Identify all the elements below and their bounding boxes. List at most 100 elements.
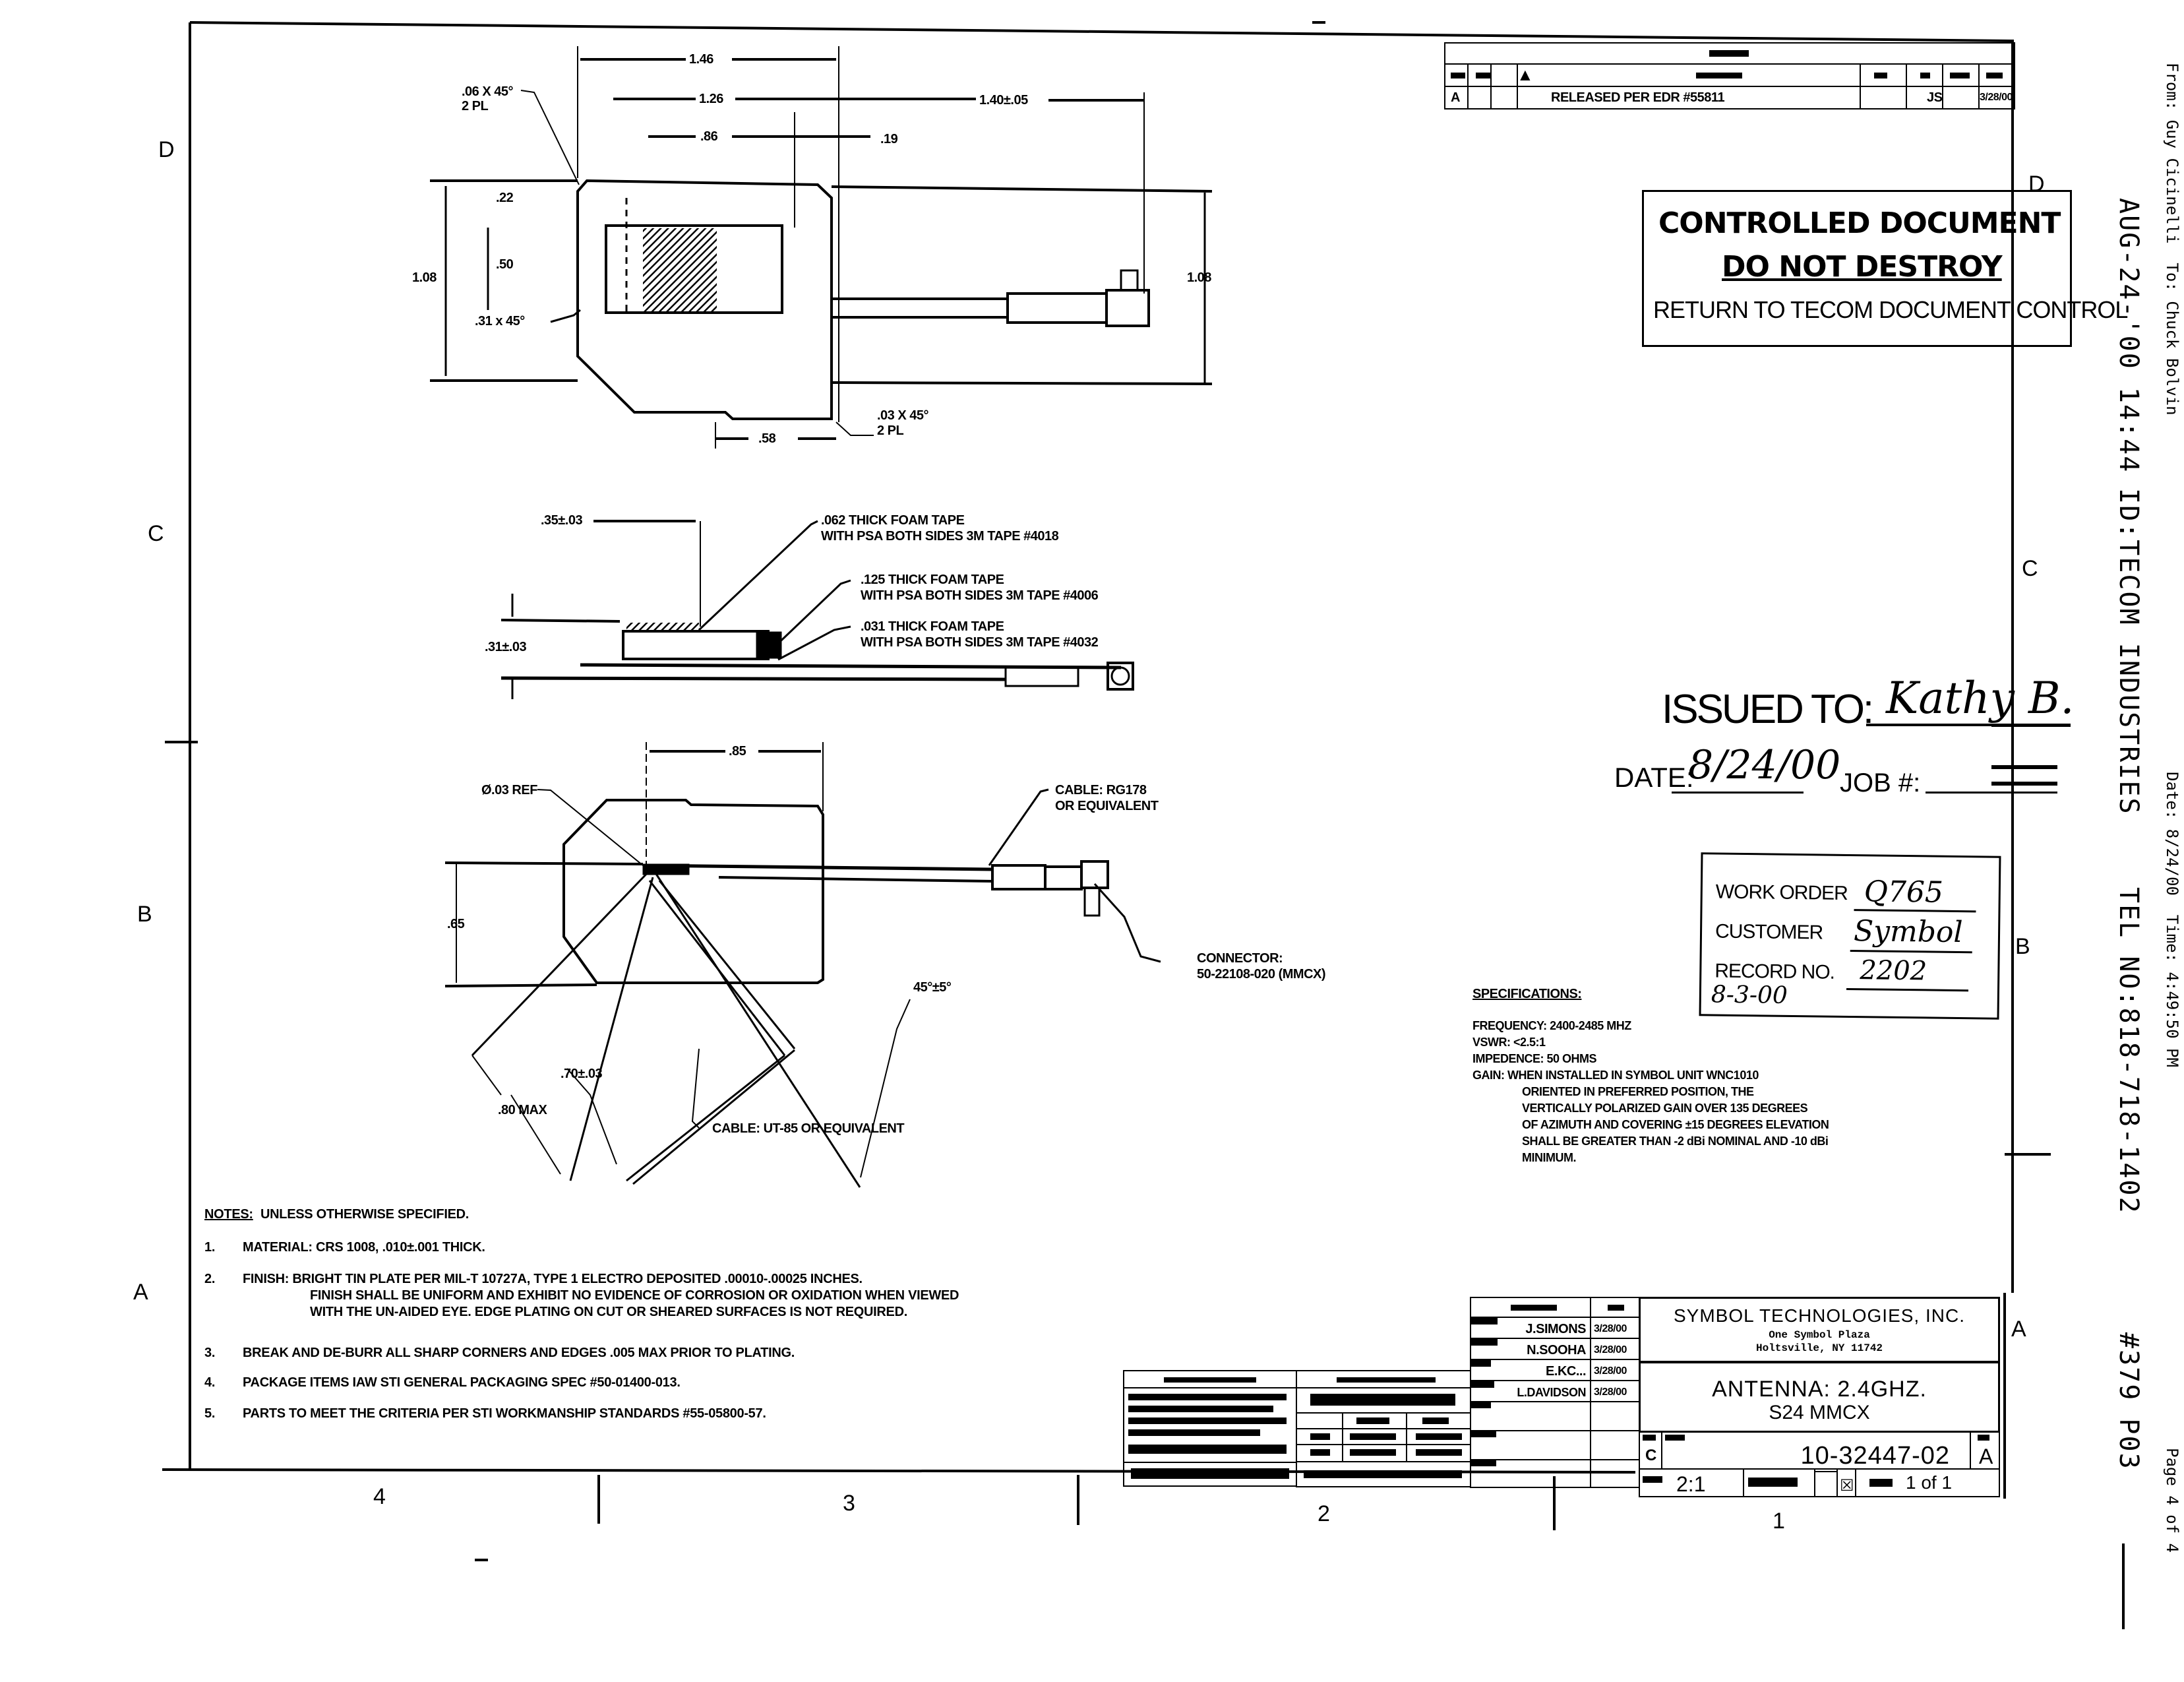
top-view (430, 46, 1213, 449)
dim-1-46: 1.46 (689, 52, 713, 67)
chamfer-left-label: .31 x 45° (475, 314, 525, 328)
work-order-label: WORK ORDER (1715, 881, 1848, 904)
zone-col-3: 3 (843, 1491, 855, 1516)
drawing-title-line1: ANTENNA: 2.4GHZ. (1712, 1377, 1927, 1402)
dim-1-08-left: 1.08 (412, 270, 437, 285)
drawing-revision: A (1979, 1445, 1993, 1468)
company-address-2: Holtsville, NY 11742 (1755, 1342, 1883, 1354)
dim-80-max: .80 MAX (498, 1103, 547, 1117)
approver-date: 3/28/00 (1594, 1323, 1627, 1334)
stamp-do-not-destroy: DO NOT DESTROY (1722, 250, 2003, 284)
approver-name: L.DAVIDSON (1517, 1386, 1586, 1399)
spec-frequency: FREQUENCY: 2400-2485 MHZ (1472, 1019, 1631, 1032)
customer-value: Symbol (1853, 914, 1963, 950)
dim-65: .65 (447, 917, 465, 931)
specifications-title: SPECIFICATIONS: (1472, 987, 1582, 1001)
cable-ut85: CABLE: UT-85 OR EQUIVALENT (712, 1121, 905, 1136)
chamfer-top-qty: 2 PL (462, 99, 489, 113)
note-text: MATERIAL: CRS 1008, .010±.001 THICK. (243, 1240, 485, 1255)
spec-impedance: IMPEDENCE: 50 OHMS (1472, 1052, 1597, 1065)
issued-to-signature: Kathy B. (1886, 673, 2075, 724)
chamfer-top-label: .06 X 45° (462, 84, 514, 99)
zone-left-b: B (137, 902, 152, 927)
note-number: 1. (204, 1240, 216, 1255)
issued-to-label: ISSUED TO: (1662, 687, 1874, 732)
fax-tel: TEL NO:818-718-1402 (2113, 887, 2144, 1214)
dim-58: .58 (758, 431, 776, 446)
drawing-scale: 2:1 (1676, 1472, 1706, 1496)
drawing-size: C (1645, 1447, 1656, 1464)
approver-date: 3/28/00 (1594, 1365, 1627, 1377)
rev-letter: A (1451, 90, 1460, 105)
note-number: 3. (204, 1346, 216, 1360)
fax-sent-stamp: AUG-24-'00 14:44 (2113, 198, 2144, 474)
zone-right-a: A (2011, 1317, 2026, 1342)
work-order-value: Q765 (1864, 875, 1944, 910)
company-address-1: One Symbol Plaza (1769, 1329, 1870, 1341)
stamp-return-to: RETURN TO TECOM DOCUMENT CONTROL (1653, 296, 2128, 323)
dim-31: .31±.03 (485, 640, 527, 654)
dim-1-40: 1.40±.05 (979, 93, 1028, 108)
connector-line1: CONNECTOR: (1197, 951, 1283, 966)
spec-gain: GAIN: WHEN INSTALLED IN SYMBOL UNIT WNC1… (1472, 1069, 1759, 1082)
spec-gain-cont: VERTICALLY POLARIZED GAIN OVER 135 DEGRE… (1522, 1102, 1808, 1115)
zone-left-c: C (148, 521, 164, 546)
zone-left-a: A (133, 1280, 148, 1305)
note-text: FINISH SHALL BE UNIFORM AND EXHIBIT NO E… (310, 1288, 959, 1303)
work-order-stamp: WORK ORDER Q765 CUSTOMER Symbol RECORD N… (1699, 852, 2001, 1020)
side-view (501, 520, 1134, 699)
zone-col-1: 1 (1773, 1509, 1785, 1534)
issue-date-label: DATE: (1614, 762, 1694, 793)
approver-name: E.KC... (1546, 1364, 1586, 1379)
dim-1-08-right: 1.08 (1187, 270, 1211, 285)
note-text: PARTS TO MEET THE CRITERIA PER STI WORKM… (243, 1406, 766, 1421)
tape-4006-line1: .125 THICK FOAM TAPE (861, 573, 1004, 587)
rev-date: 3/28/00 (1980, 92, 2013, 103)
sheet-border (162, 21, 2014, 1499)
job-number-label: JOB #: (1840, 768, 1921, 797)
spec-gain-cont: MINIMUM. (1522, 1151, 1576, 1164)
zone-right-c: C (2022, 556, 2038, 581)
spec-gain-cont: SHALL BE GREATER THAN -2 dBi NOMINAL AND… (1522, 1135, 1829, 1148)
dim-50: .50 (496, 257, 514, 272)
spec-vswr: VSWR: <2.5:1 (1472, 1036, 1546, 1049)
sheet-number: 1 of 1 (1906, 1472, 1953, 1493)
record-no-value: 2202 (1860, 955, 1927, 987)
drawing-number: 10-32447-02 (1800, 1442, 1950, 1470)
approver-date: 3/28/00 (1594, 1344, 1627, 1355)
note-number: 5. (204, 1406, 216, 1421)
issue-date-value: 8/24/00 (1688, 742, 1841, 788)
note-text: WITH THE UN-AIDED EYE. EDGE PLATING ON C… (310, 1305, 907, 1319)
zone-right-d: D (2028, 171, 2045, 197)
zone-ticks (165, 21, 2125, 1629)
checkbox-x-icon: ☒ (1840, 1477, 1854, 1495)
approver-name: J.SIMONS (1525, 1322, 1586, 1336)
dim-85: .85 (729, 744, 746, 759)
zone-col-4: 4 (373, 1484, 386, 1509)
tape-4018-line2: WITH PSA BOTH SIDES 3M TAPE #4018 (821, 529, 1059, 544)
rev-by: JS (1927, 90, 1943, 105)
company-name: SYMBOL TECHNOLOGIES, INC. (1674, 1305, 1965, 1326)
drawing-title-line2: S24 MMCX (1769, 1402, 1870, 1423)
note-text: FINISH: BRIGHT TIN PLATE PER MIL-T 10727… (243, 1272, 863, 1286)
fax-date-time: Date: 8/24/00 Time: 4:49:50 PM (2163, 772, 2181, 1067)
record-date-handwritten: 8-3-00 (1711, 981, 1788, 1009)
zone-left-d: D (158, 137, 175, 162)
stamp-controlled-document: CONTROLLED DOCUMENT (1658, 206, 2061, 240)
cable-rg178-line2: OR EQUIVALENT (1055, 799, 1159, 813)
chamfer-bottom-qty: 2 PL (877, 423, 904, 438)
rev-delta-icon: ▲ (1517, 65, 1534, 84)
fax-sender-id: ID:TECOM INDUSTRIES (2113, 488, 2144, 815)
dim-70: .70±.03 (561, 1067, 603, 1081)
rev-description: RELEASED PER EDR #55811 (1551, 90, 1725, 105)
fax-from-to: From: Guy Cicinelli To: Chuck Bolvin (2163, 63, 2181, 416)
connector-line2: 50-22108-020 (MMCX) (1197, 967, 1326, 981)
controlled-document-stamp: CONTROLLED DOCUMENT DO NOT DESTROY RETUR… (1642, 190, 2128, 347)
zone-right-b: B (2015, 934, 2030, 959)
spec-gain-cont: OF AZIMUTH AND COVERING ±15 DEGREES ELEV… (1522, 1118, 1829, 1131)
cable-rg178-line1: CABLE: RG178 (1055, 783, 1147, 797)
fax-job-number: #379 P03 (2113, 1332, 2144, 1470)
notes-title: NOTES: (204, 1207, 253, 1222)
note-text: PACKAGE ITEMS IAW STI GENERAL PACKAGING … (243, 1375, 681, 1390)
dim-22: .22 (496, 191, 514, 205)
